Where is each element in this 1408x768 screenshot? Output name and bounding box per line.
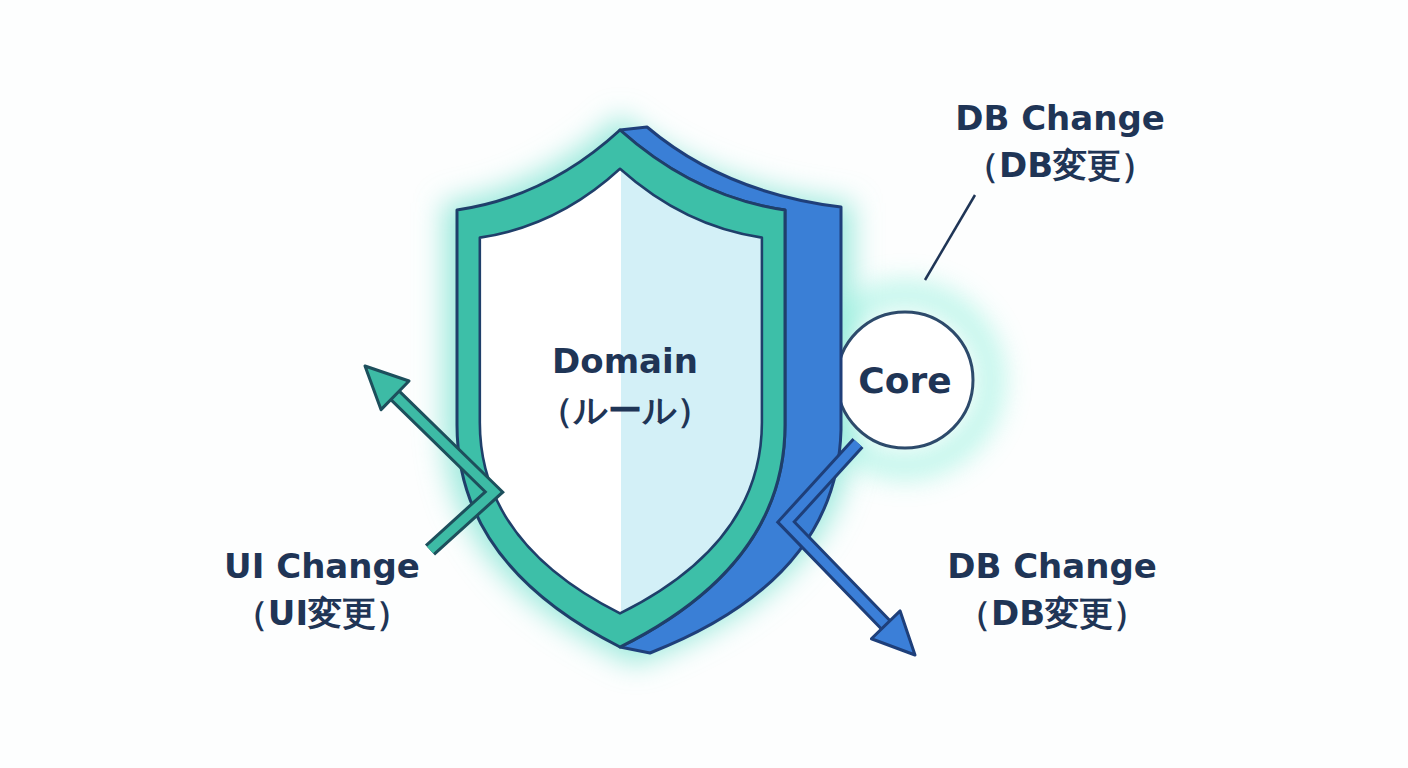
node-label: Domain （ルール） <box>525 337 725 436</box>
domain-shield: Domain （ルール） <box>455 125 845 655</box>
core-glow <box>819 294 991 466</box>
node-label: Core <box>830 355 980 407</box>
arrow-head <box>365 366 409 410</box>
arrow-head <box>871 611 915 655</box>
shield-outline <box>455 125 845 655</box>
change-label: DB Change （DB変更） <box>927 543 1177 637</box>
shield-rim <box>457 130 785 647</box>
change-label: DB Change （DB変更） <box>935 95 1185 189</box>
change-label: UI Change （UI変更） <box>197 543 447 637</box>
leader-line <box>925 195 975 280</box>
shield-glow <box>443 115 853 665</box>
shield-face <box>480 169 762 614</box>
core-circle: Core <box>830 305 980 455</box>
